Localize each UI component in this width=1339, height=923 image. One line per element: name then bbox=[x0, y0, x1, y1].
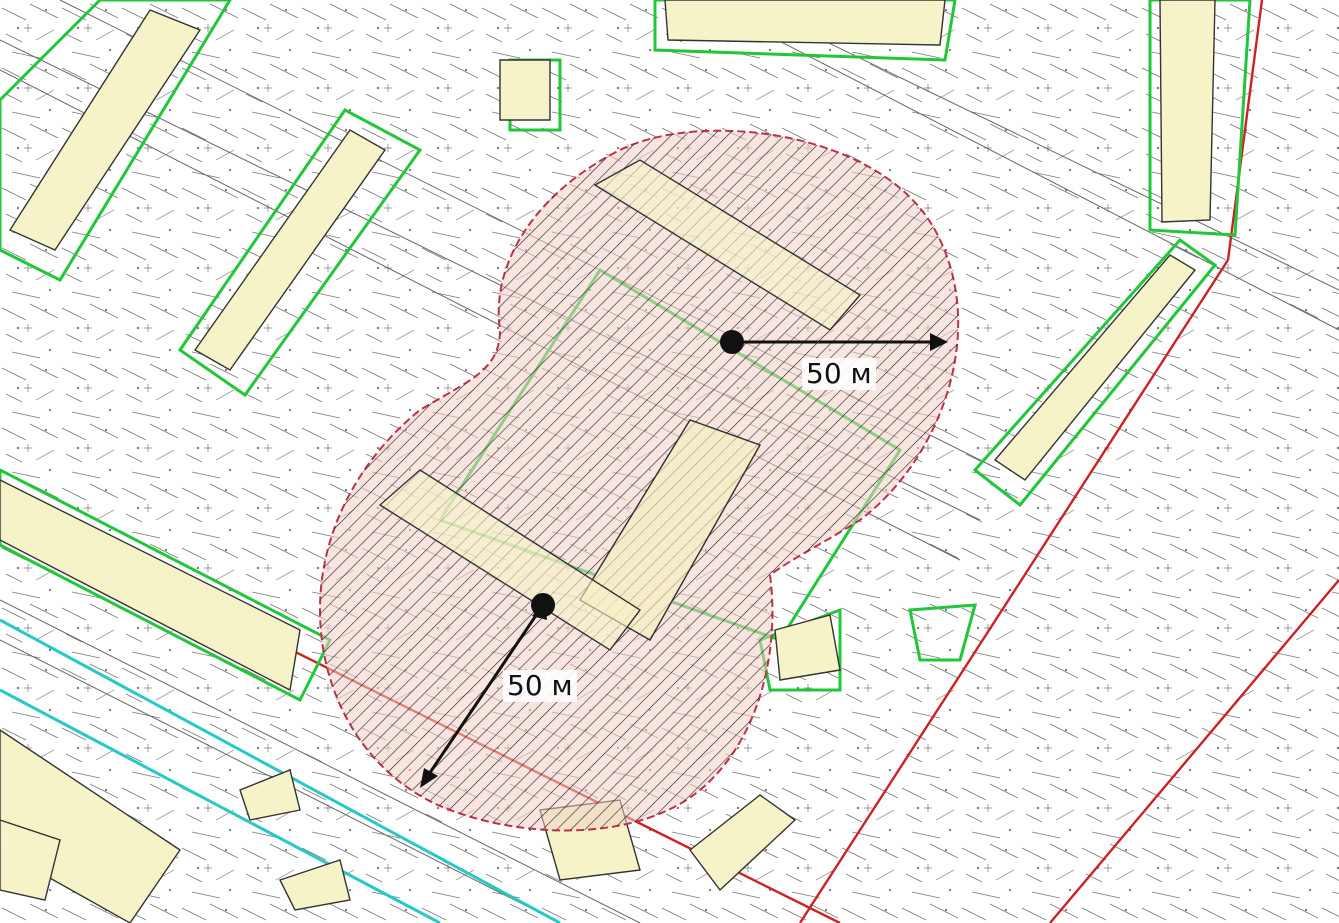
source-point-north bbox=[720, 330, 744, 354]
radius-arrows bbox=[423, 340, 940, 781]
radius-label-bottom: 50 м bbox=[503, 670, 577, 702]
arrowhead-east bbox=[930, 333, 948, 351]
buildings bbox=[0, 0, 1216, 923]
zone-buildings bbox=[378, 159, 862, 651]
cyan-lines bbox=[0, 618, 561, 923]
radius-label-top: 50 м bbox=[802, 358, 876, 390]
source-point-south bbox=[531, 593, 555, 617]
arrowhead-southwest bbox=[420, 768, 438, 788]
